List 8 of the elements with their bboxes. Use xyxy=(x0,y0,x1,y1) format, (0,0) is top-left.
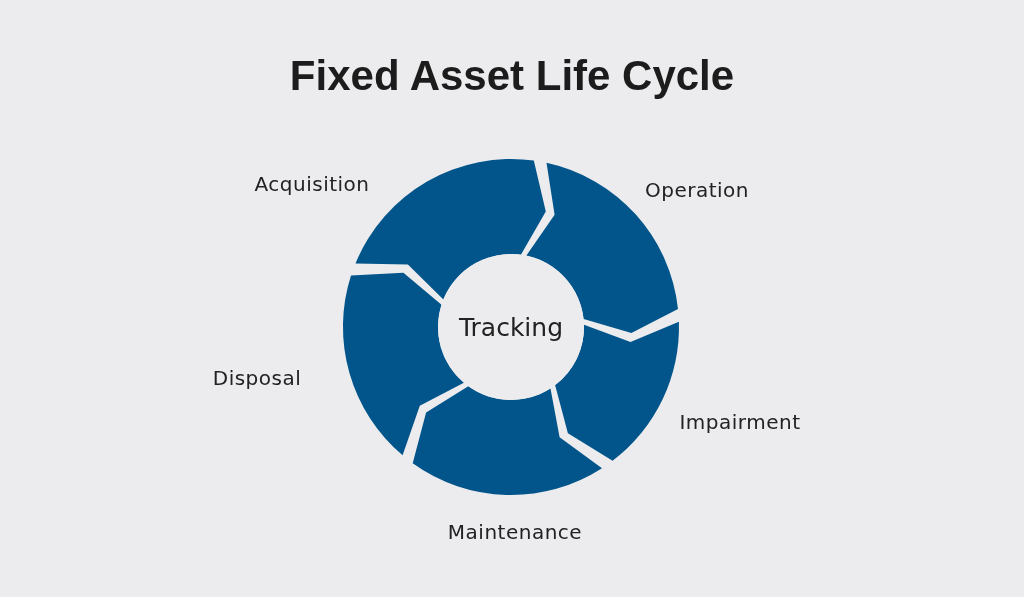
title: Fixed Asset Life Cycle xyxy=(288,52,736,100)
stage-label: Acquisition xyxy=(254,172,370,196)
stage-label: Operation xyxy=(645,178,749,202)
arrow-segment xyxy=(412,386,602,495)
center-label: Tracking xyxy=(458,312,564,342)
stage-label: Disposal xyxy=(212,366,302,390)
stage-label: Impairment xyxy=(679,410,801,434)
stage-label: Maintenance xyxy=(447,520,583,544)
